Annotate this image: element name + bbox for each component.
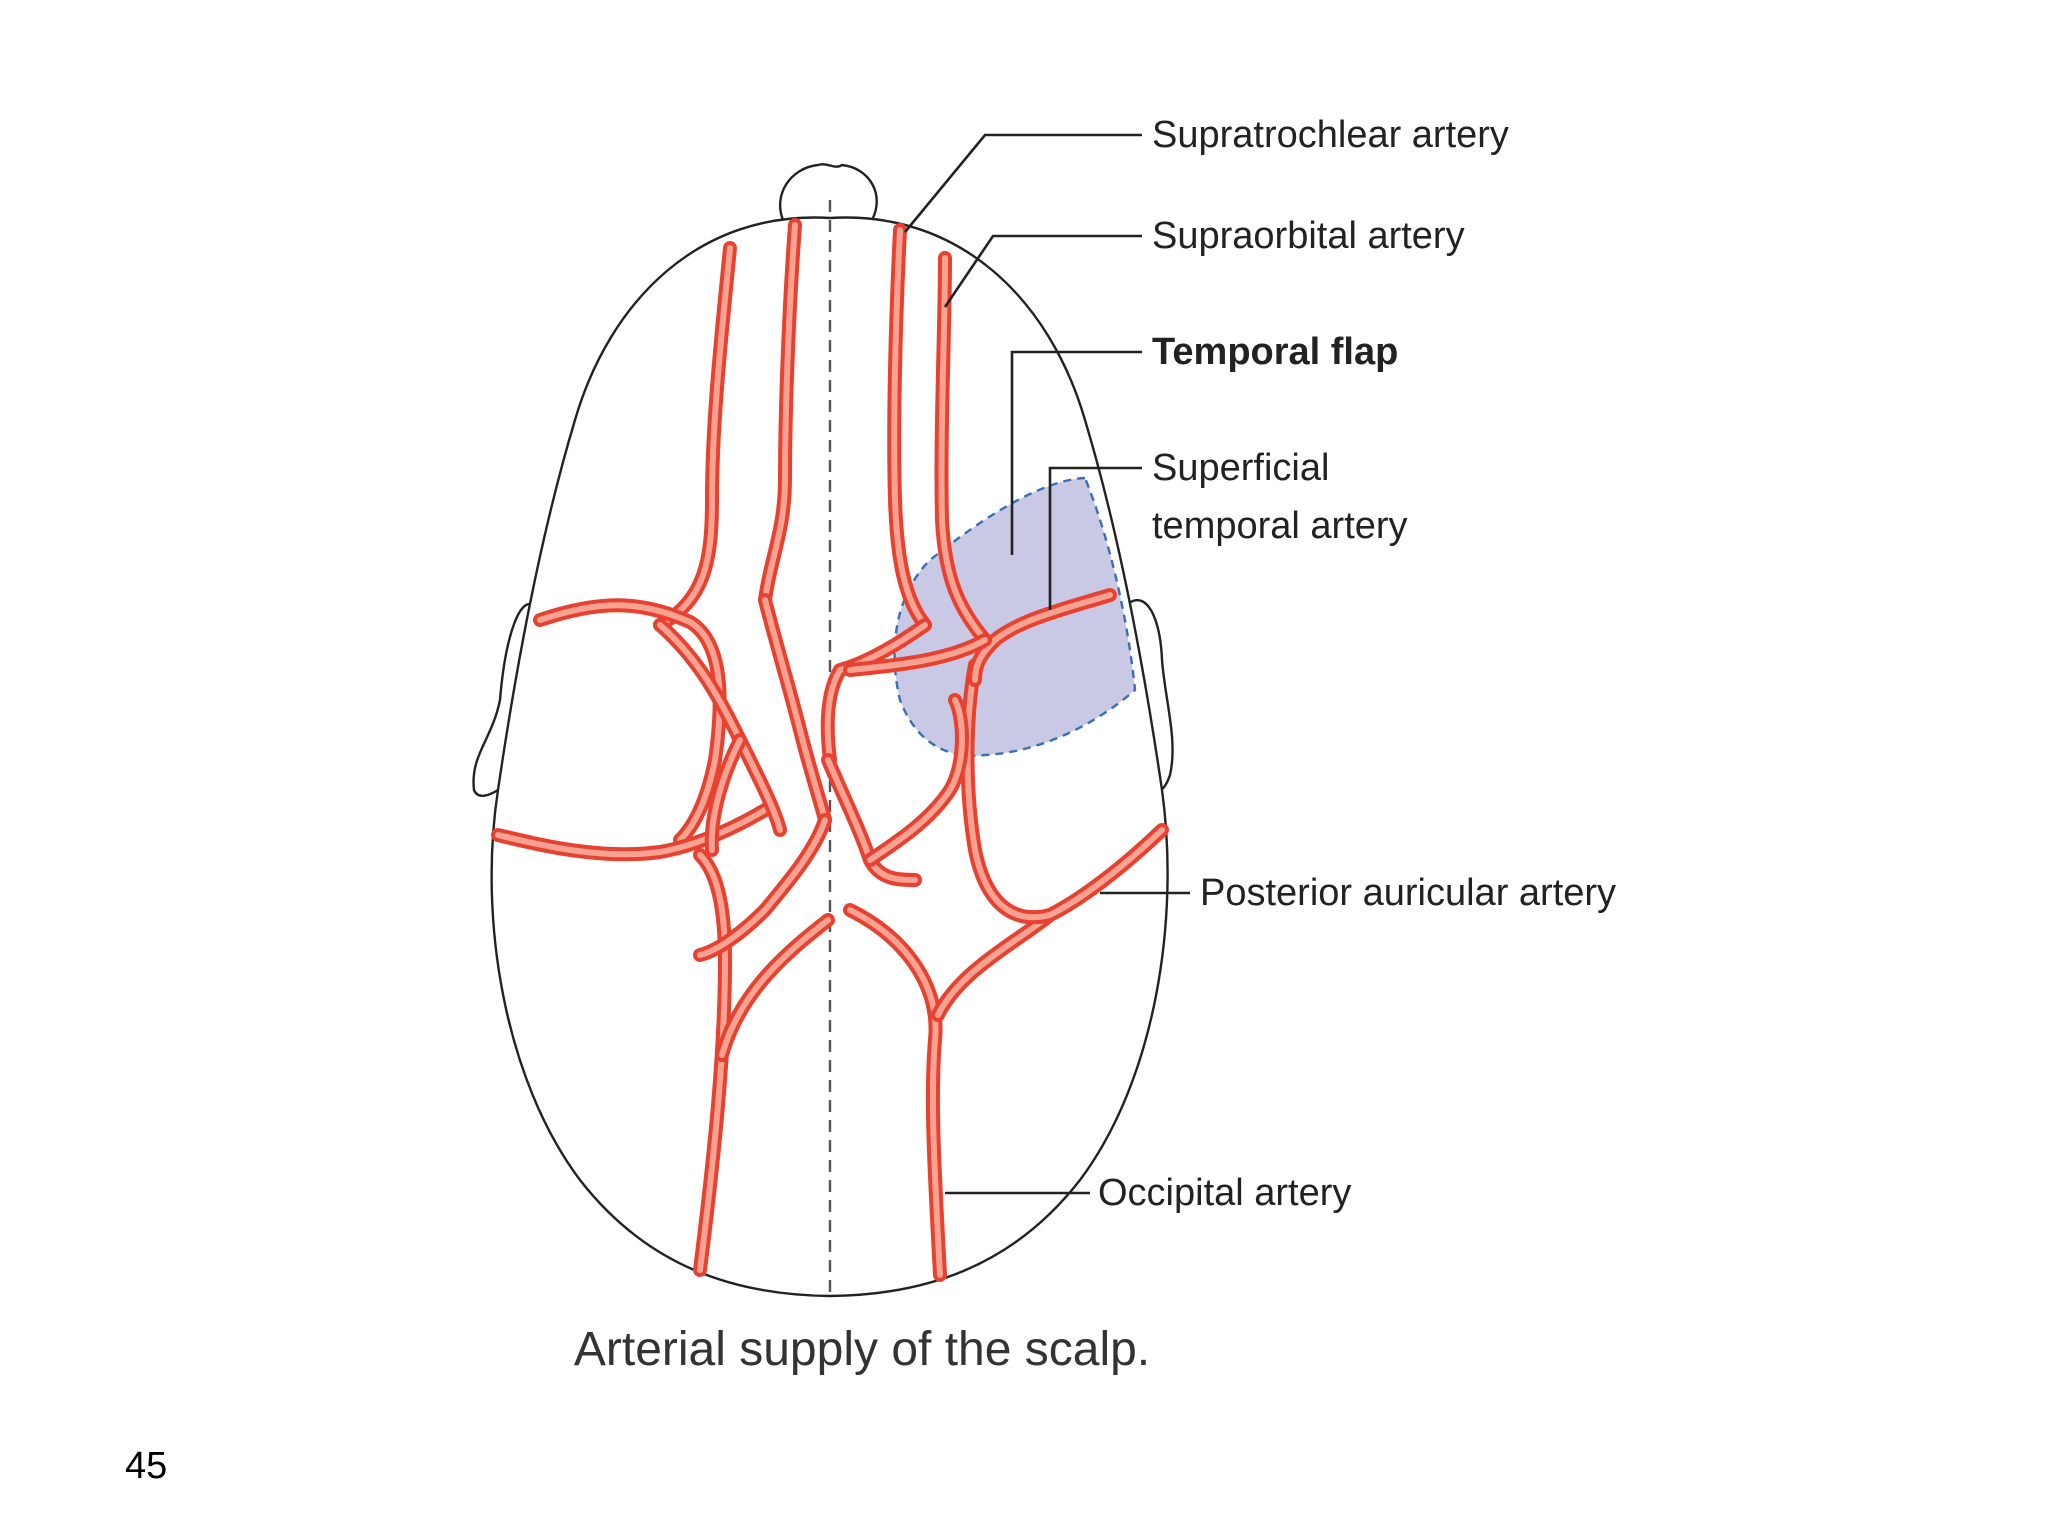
label-occipital-artery: Occipital artery: [1098, 1172, 1351, 1214]
central-anastomosis-8: [704, 733, 747, 857]
label-posterior-auricular-artery: Posterior auricular artery: [1200, 872, 1616, 914]
right-superficial-temporal-artery-lumen: [972, 592, 1113, 683]
central-anastomosis-3: [820, 618, 932, 767]
right-occipital-artery: [843, 903, 947, 1282]
right-supratrochlear-artery-lumen: [891, 227, 928, 628]
left-posterior-auricular-artery-lumen: [495, 807, 768, 858]
label-supraorbital-artery: Supraorbital artery: [1152, 215, 1465, 257]
right-supraorbital-artery-lumen: [938, 255, 988, 643]
central-anastomosis-4-lumen: [847, 637, 988, 673]
left-supratrochlear-artery: [653, 241, 737, 632]
left-supraorbital-artery: [758, 218, 802, 607]
figure-caption: Arterial supply of the scalp.: [574, 1323, 1150, 1376]
left-supraorbital-artery-lumen: [762, 222, 798, 603]
supraorbital-leader: [943, 234, 1142, 308]
central-anastomosis-6: [693, 813, 832, 962]
left-superficial-temporal-artery: [533, 598, 727, 847]
temporal-flap-leader: [1010, 350, 1142, 555]
left-occipital-branch-lumen: [719, 917, 831, 1058]
label-superficial-temporal-line2: temporal artery: [1152, 505, 1408, 547]
central-anastomosis-1-lumen: [762, 597, 828, 823]
left-posterior-auricular-artery: [491, 803, 772, 862]
left-occipital-branch: [715, 913, 835, 1062]
left-supratrochlear-artery-lumen: [657, 245, 733, 628]
right-supratrochlear-artery: [887, 223, 932, 632]
temporal-flap-region: [893, 476, 1137, 757]
central-anastomosis-7: [863, 693, 969, 867]
label-temporal-flap: Temporal flap: [1152, 331, 1398, 373]
artery-network: [491, 218, 1169, 1282]
superficial-temporal-leader: [1048, 466, 1142, 610]
right-occipital-artery-lumen: [847, 907, 943, 1278]
label-supratrochlear-artery: Supratrochlear artery: [1152, 114, 1509, 156]
left-occipital-artery-lumen: [697, 852, 728, 1273]
central-anastomosis-1: [758, 593, 832, 827]
central-anastomosis-7-lumen: [867, 697, 965, 863]
central-anastomosis-6-lumen: [697, 817, 828, 958]
leader-lines: [903, 133, 1190, 1195]
supratrochlear-leader: [903, 133, 1142, 233]
left-occipital-artery: [693, 848, 732, 1277]
central-anastomosis-4: [843, 633, 992, 677]
right-superficial-temporal-artery: [968, 588, 1117, 687]
label-superficial-temporal-line1: Superficial: [1152, 447, 1329, 489]
central-anastomosis-8-lumen: [708, 737, 743, 853]
nose: [778, 163, 878, 221]
slide-number: 45: [125, 1445, 167, 1487]
central-anastomosis-3-lumen: [824, 622, 928, 763]
right-supraorbital-artery: [934, 251, 992, 647]
left-superficial-temporal-artery-lumen: [537, 602, 723, 843]
